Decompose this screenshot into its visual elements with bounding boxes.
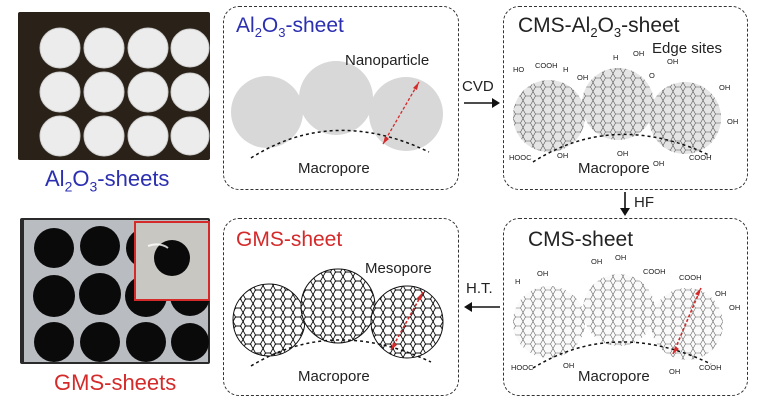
hf-arrow	[620, 192, 630, 216]
svg-text:OH: OH	[617, 149, 628, 158]
svg-text:HO: HO	[513, 65, 524, 74]
svg-text:OH: OH	[667, 57, 678, 66]
svg-text:OH: OH	[729, 303, 740, 312]
diameter-arrow	[382, 81, 420, 145]
macropore-curve	[532, 133, 712, 163]
macropore-curve	[250, 339, 432, 367]
svg-text:OH: OH	[719, 83, 730, 92]
al2o3-sheets-photo	[18, 12, 210, 160]
svg-text:COOH: COOH	[535, 61, 558, 70]
al2o3-sheet-title: Al2O3-sheet	[236, 14, 344, 41]
gms-sheet-title: GMS-sheet	[236, 228, 343, 251]
svg-text:H: H	[515, 277, 520, 286]
svg-text:COOH: COOH	[689, 153, 712, 162]
gms-sheet-illustration	[232, 268, 444, 367]
svg-text:OH: OH	[563, 361, 574, 370]
gms-sheets-caption: GMS-sheets	[54, 370, 177, 395]
cms-al2o3-macropore-label: Macropore	[578, 160, 650, 177]
svg-text:H: H	[563, 65, 568, 74]
svg-text:OH: OH	[653, 159, 664, 168]
cvd-arrow	[464, 98, 500, 108]
nanoparticle-3	[369, 77, 443, 151]
gms-macropore-label: Macropore	[298, 368, 370, 385]
svg-text:HOOC: HOOC	[509, 153, 532, 162]
nanoparticle-1	[231, 76, 303, 148]
svg-text:OH: OH	[633, 49, 644, 58]
macropore-curve	[532, 341, 712, 369]
cms-al2o3-sheet-title: CMS-Al2O3-sheet	[518, 14, 680, 41]
svg-text:OH: OH	[537, 269, 548, 278]
svg-text:OH: OH	[669, 367, 680, 376]
al2o3-sheets-caption: Al2O3-sheets	[45, 166, 170, 195]
mesopore-label: Mesopore	[365, 260, 432, 277]
nanoparticle-2	[299, 61, 373, 135]
gms-sheets-grid	[24, 220, 210, 362]
svg-text:COOH: COOH	[679, 273, 702, 282]
svg-text:OH: OH	[727, 117, 738, 126]
svg-text:HOOC: HOOC	[511, 363, 534, 372]
svg-text:OH: OH	[715, 289, 726, 298]
gms-sheets-photo	[20, 218, 210, 364]
carbon-mesosponge-cages	[513, 274, 723, 360]
svg-text:COOH: COOH	[699, 363, 722, 372]
al2o3-sheets-grid	[39, 27, 210, 157]
hf-label: HF	[634, 194, 654, 211]
nanoparticle-label: Nanoparticle	[345, 52, 430, 69]
mesopore-arrow	[390, 291, 424, 351]
macropore-curve	[250, 129, 430, 159]
graphene-mesosponge-cages	[232, 268, 444, 359]
svg-text:H: H	[613, 53, 618, 62]
cvd-label: CVD	[462, 78, 494, 95]
svg-text:OH: OH	[591, 257, 602, 266]
carbon-coated-particles	[513, 68, 721, 154]
svg-text:OH: OH	[557, 151, 568, 160]
svg-text:COOH: COOH	[643, 267, 666, 276]
al2o3-sheet-illustration	[231, 61, 443, 159]
svg-text:O: O	[649, 71, 655, 80]
al2o3-macropore-label: Macropore	[298, 160, 370, 177]
edge-site-groups: HO COOH H OH H OH O OH OH OH HOOC OH OH OH COOH	[509, 49, 738, 168]
svg-text:OH: OH	[577, 73, 588, 82]
ht-arrow	[464, 302, 500, 312]
pore-arrow	[672, 287, 702, 355]
cms-sheet-title: CMS-sheet	[528, 228, 634, 251]
cms-macropore-label: Macropore	[578, 368, 650, 385]
ht-label: H.T.	[466, 280, 493, 297]
edge-sites-label: Edge sites	[652, 40, 723, 57]
cms-al2o3-illustration: HO COOH H OH H OH O OH OH OH HOOC OH OH OH COOH	[509, 49, 738, 168]
svg-text:OH: OH	[615, 253, 626, 262]
